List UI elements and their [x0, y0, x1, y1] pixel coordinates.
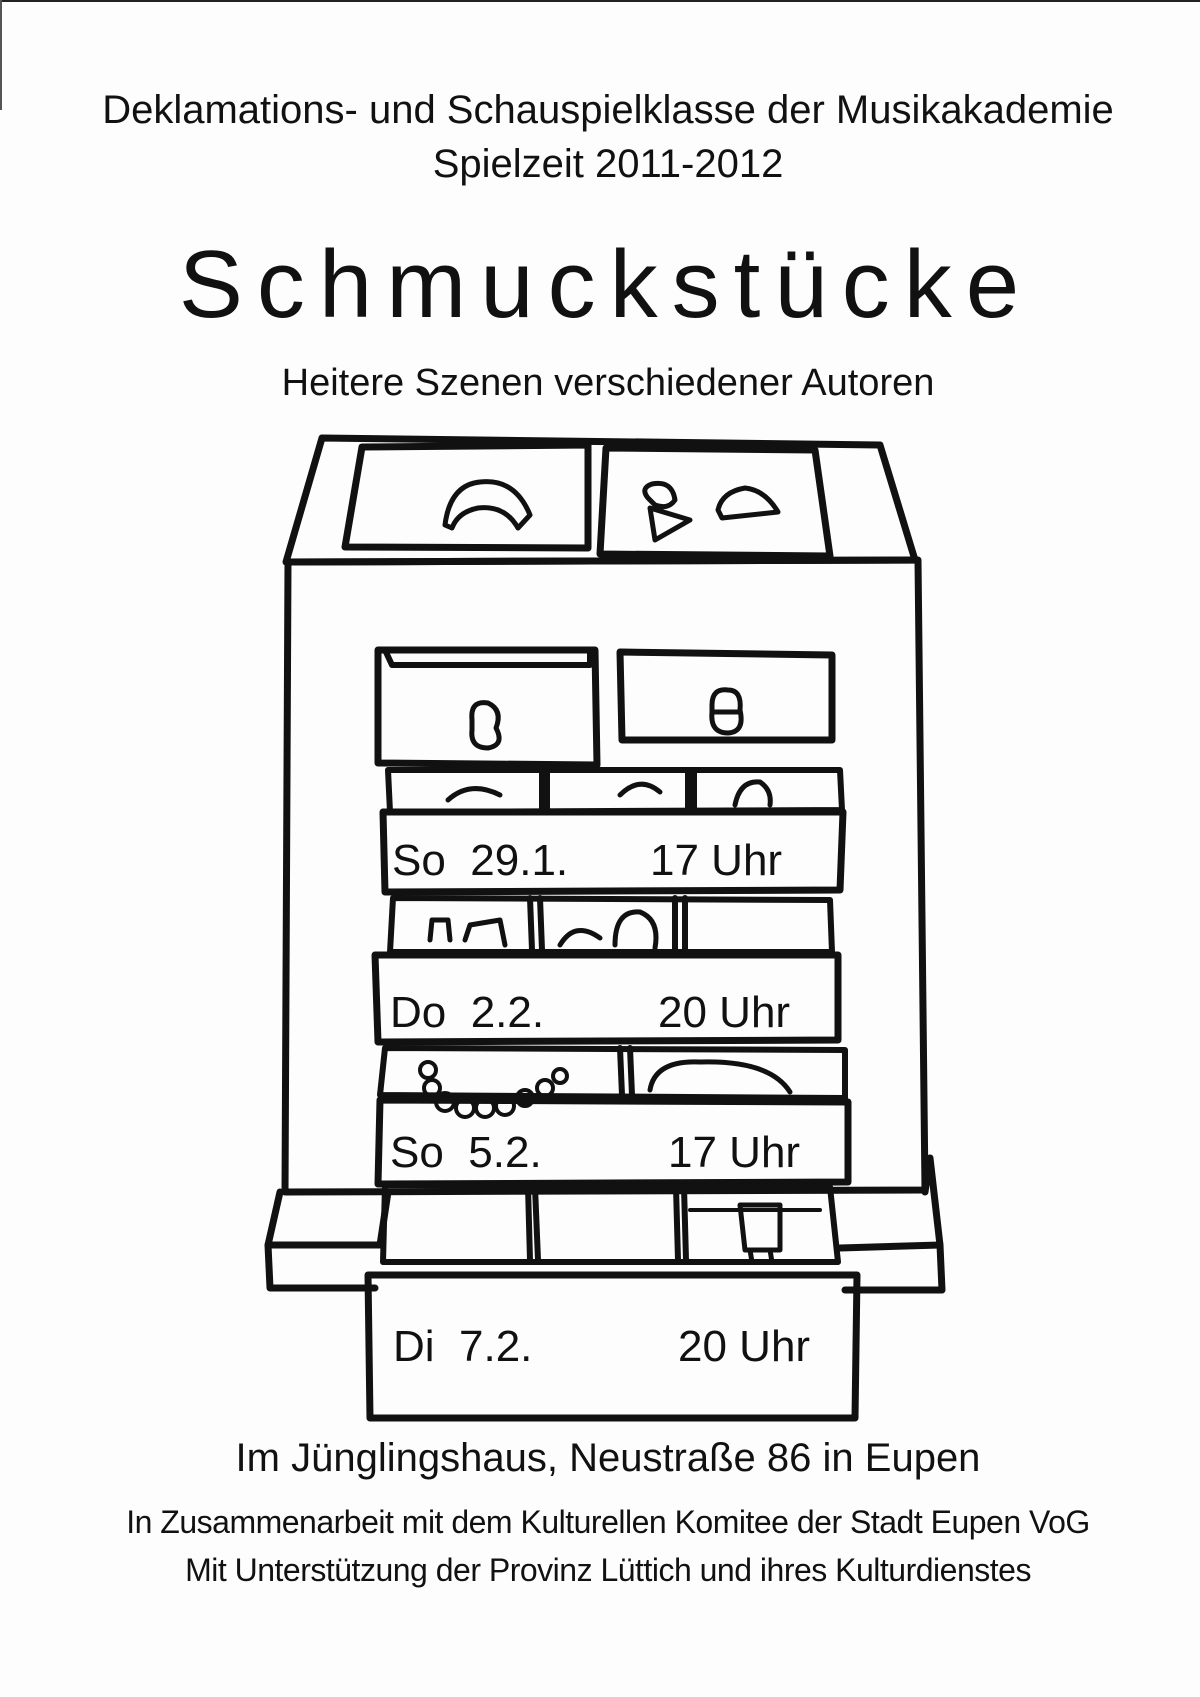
page-title: Schmuckstücke: [178, 231, 1034, 338]
cabinet-base-left: [264, 1188, 392, 1249]
performance-1-day-date: So 29.1.: [392, 836, 568, 886]
performance-1-date: 29.1.: [470, 836, 569, 885]
performance-2-day-date: Do 2.2.: [390, 988, 544, 1038]
scan-edge-top: [0, 0, 1200, 2]
performance-3-date: 5.2.: [468, 1128, 542, 1177]
header-organization: Deklamations- und Schauspielklasse der M…: [102, 88, 1114, 132]
performance-2-date: 2.2.: [470, 988, 545, 1037]
performance-4-day: Di: [393, 1322, 435, 1371]
drawer-4-front: [364, 1271, 861, 1422]
cabinet-base-right: [836, 1154, 944, 1252]
drawer-3-front: [374, 1096, 852, 1188]
credit-cooperation: In Zusammenarbeit mit dem Kulturellen Ko…: [126, 1504, 1090, 1540]
drawer-1-front: [379, 808, 847, 896]
performance-3-day: So: [390, 1128, 444, 1177]
cabinet-lid: [282, 434, 919, 566]
performance-1-time: 17 Uhr: [650, 836, 783, 885]
credit-support: Mit Unterstützung der Provinz Lüttich un…: [185, 1552, 1031, 1588]
performance-2-day: Do: [390, 988, 447, 1037]
drawer-2-front: [371, 951, 842, 1046]
necklace-icon: [418, 1060, 569, 1119]
header-season: Spielzeit 2011-2012: [432, 142, 784, 186]
performance-4-date: 7.2.: [459, 1322, 533, 1371]
performance-3-day-date: So 5.2.: [390, 1128, 542, 1178]
top-drawers: [374, 646, 836, 769]
scan-edge-left: [0, 0, 2, 110]
performance-3-time: 17 Uhr: [668, 1128, 801, 1177]
performance-1-day: So: [392, 836, 446, 885]
venue: Im Jünglingshaus, Neustraße 86 in Eupen: [235, 1436, 981, 1480]
performance-4-day-date: Di 7.2.: [393, 1322, 532, 1372]
performance-4-time: 20 Uhr: [678, 1322, 811, 1371]
subtitle: Heitere Szenen verschiedener Autoren: [281, 362, 935, 404]
performance-2-time: 20 Uhr: [658, 988, 791, 1037]
